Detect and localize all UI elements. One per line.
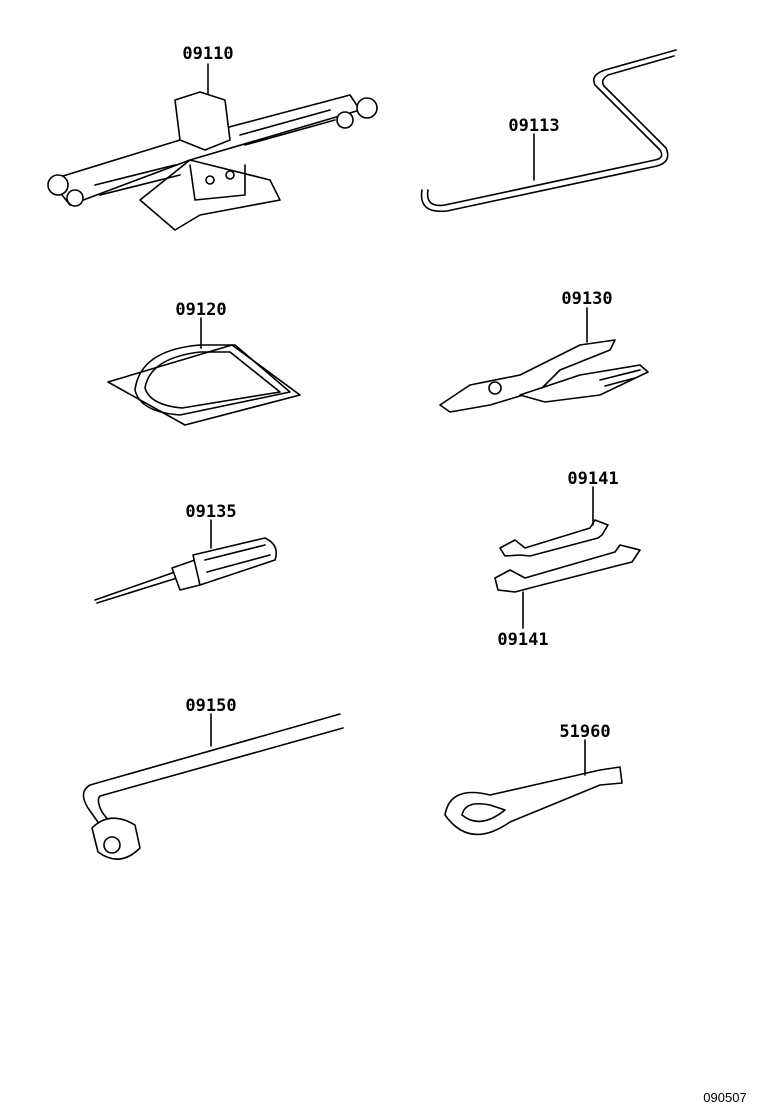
- part-number-09135: 09135: [185, 502, 236, 522]
- wrenches-drawing: 09141 09141: [494, 469, 641, 650]
- part-number-09113: 09113: [508, 116, 559, 136]
- screwdriver-drawing: 09135: [94, 502, 278, 604]
- part-number-09150: 09150: [185, 696, 236, 716]
- tool-bag-drawing: 09120: [107, 300, 301, 426]
- part-number-09141-top: 09141: [567, 469, 618, 489]
- jack-handle-drawing: 09113: [420, 49, 677, 213]
- part-number-09120: 09120: [175, 300, 226, 320]
- pliers-drawing: 09130: [439, 289, 649, 413]
- diagram-reference: 090507: [703, 1090, 746, 1105]
- part-number-09141-bottom: 09141: [497, 630, 548, 650]
- jack-drawing: 09110: [47, 44, 378, 231]
- towing-eye-drawing: 51960: [444, 722, 623, 836]
- part-number-09110: 09110: [182, 44, 233, 64]
- wheel-nut-wrench-drawing: 09150: [82, 696, 344, 860]
- part-number-09130: 09130: [561, 289, 612, 309]
- part-number-51960: 51960: [559, 722, 610, 742]
